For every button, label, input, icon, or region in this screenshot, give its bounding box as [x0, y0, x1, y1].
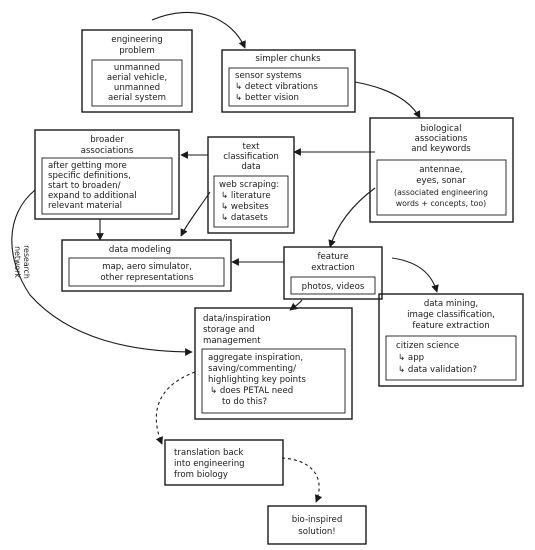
node-content: start to broaden/	[48, 181, 121, 191]
edges	[11, 11, 439, 503]
edge-inspiration-to-translation	[155, 371, 196, 445]
node-title: broader	[90, 135, 124, 145]
node-content: sensor systems	[235, 71, 302, 81]
node-title: and keywords	[411, 144, 471, 154]
node-content: photos, videos	[302, 282, 365, 292]
node-content: web scraping:	[219, 180, 279, 190]
node-title: classification	[223, 152, 279, 162]
edge-feature-to-mining	[391, 257, 439, 293]
edge-translation-to-solution	[281, 457, 323, 503]
node-content: ↳ app	[398, 353, 424, 363]
node-content: ↳ data validation?	[398, 365, 477, 375]
node-title: management	[203, 336, 261, 346]
node-title: problem	[119, 46, 155, 56]
node-title: into engineering	[174, 459, 245, 469]
node-title: simpler chunks	[255, 54, 321, 64]
node-translation: translation back into engineering from b…	[164, 439, 284, 486]
node-content: words + concepts, too)	[396, 199, 486, 208]
node-content: relevant material	[48, 201, 122, 211]
node-title: feature	[317, 252, 348, 262]
node-content: ↳ literature	[221, 191, 271, 201]
node-content: after getting more	[48, 161, 127, 171]
node-content: specific definitions,	[48, 171, 131, 181]
node-content: (associated engineering	[394, 188, 488, 197]
node-content: eyes, sonar	[416, 176, 466, 186]
node-data-mining: data mining, image classification, featu…	[378, 293, 524, 387]
node-content: highlighting key points	[208, 375, 306, 385]
node-solution: bio-inspired solution!	[267, 505, 367, 545]
node-content: ↳ datasets	[221, 213, 268, 223]
node-title: associations	[415, 134, 468, 144]
node-title: solution!	[298, 527, 335, 537]
node-content: saving/commenting/	[208, 364, 296, 374]
edge-chunks-to-bio	[354, 81, 421, 119]
node-content: unmanned	[114, 83, 160, 93]
svg-text:network: network	[13, 246, 22, 278]
node-title: data modeling	[109, 245, 171, 255]
node-title: data/inspiration	[203, 314, 271, 324]
node-title: storage and	[203, 325, 255, 335]
edge-research-network	[11, 189, 193, 356]
node-text-classification: text classification data web scraping: ↳…	[207, 136, 295, 234]
svg-text:research: research	[22, 245, 31, 279]
node-title: engineering	[111, 35, 162, 45]
research-network-line: network	[13, 246, 22, 278]
edge-problem-to-chunks	[151, 11, 246, 49]
node-content: ↳ websites	[221, 202, 269, 212]
node-content: aggregate inspiration,	[208, 353, 303, 363]
node-content: other representations	[100, 273, 194, 283]
node-simpler-chunks: simpler chunks sensor systems ↳ detect v…	[221, 49, 356, 113]
node-content: expand to additional	[48, 191, 137, 201]
node-content: to do this?	[222, 397, 267, 407]
node-content: unmanned	[114, 63, 160, 73]
node-content: map, aero simulator,	[102, 262, 192, 272]
node-content: aerial system	[108, 93, 166, 103]
node-content: ↳ does PETAL need	[210, 386, 293, 396]
edge-bio-to-feature	[328, 187, 376, 248]
node-title: biological	[421, 124, 462, 134]
node-title: data	[241, 162, 260, 172]
node-content: citizen science	[396, 341, 459, 351]
node-title: text	[243, 142, 261, 152]
node-data-modeling: data modeling map, aero simulator, other…	[61, 239, 232, 292]
node-title: feature extraction	[412, 321, 489, 331]
node-content: ↳ detect vibrations	[235, 82, 318, 92]
node-content: ↳ better vision	[235, 93, 299, 103]
node-title: translation back	[174, 448, 243, 458]
node-biological-associations: biological associations and keywords ant…	[369, 117, 514, 223]
edge-text-to-modeling	[180, 191, 211, 237]
node-broader-associations: broader associations after getting more …	[34, 129, 180, 220]
research-network-line: research	[22, 245, 31, 279]
edge-feature-to-inspiration	[289, 299, 303, 311]
node-title: extraction	[311, 263, 355, 273]
node-title: data mining,	[424, 299, 478, 309]
node-engineering-problem: engineering problem unmanned aerial vehi…	[81, 29, 193, 113]
node-data-inspiration: data/inspiration storage and management …	[194, 307, 353, 420]
node-title: image classification,	[407, 310, 495, 320]
node-content: antennae,	[419, 165, 463, 175]
research-network-label: research network	[13, 245, 31, 279]
node-content: aerial vehicle,	[107, 73, 167, 83]
node-title: bio-inspired	[292, 515, 343, 525]
node-title: associations	[81, 146, 134, 156]
node-title: from biology	[174, 470, 228, 480]
node-feature-extraction: feature extraction photos, videos	[283, 246, 383, 300]
